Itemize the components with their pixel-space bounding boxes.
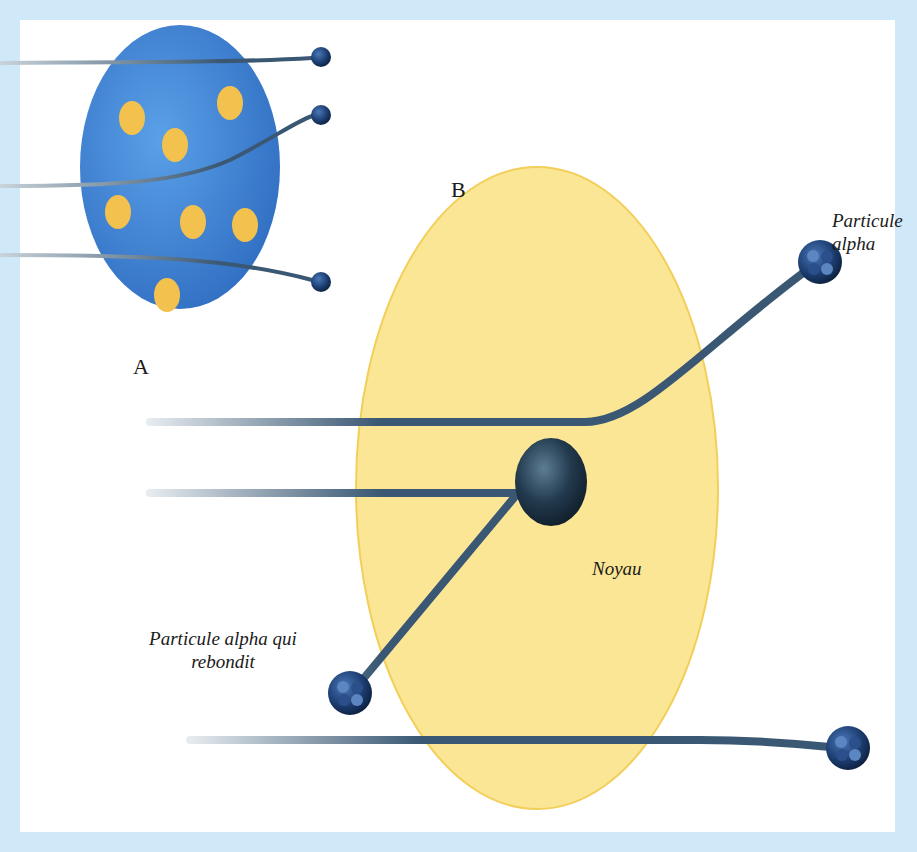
- particle-label: Particule alpha: [832, 210, 912, 256]
- nucleus: [515, 438, 587, 526]
- alpha-particles: [311, 47, 870, 770]
- nucleus-label: Noyau: [592, 558, 642, 581]
- bounce-label: Particule alpha qui rebondit: [138, 628, 308, 674]
- track-lines: [0, 58, 830, 747]
- model-letter: B: [451, 177, 466, 203]
- thomson-atom: A: [78, 22, 283, 392]
- atom-outline: [78, 22, 283, 392]
- model-letter: A: [133, 354, 149, 380]
